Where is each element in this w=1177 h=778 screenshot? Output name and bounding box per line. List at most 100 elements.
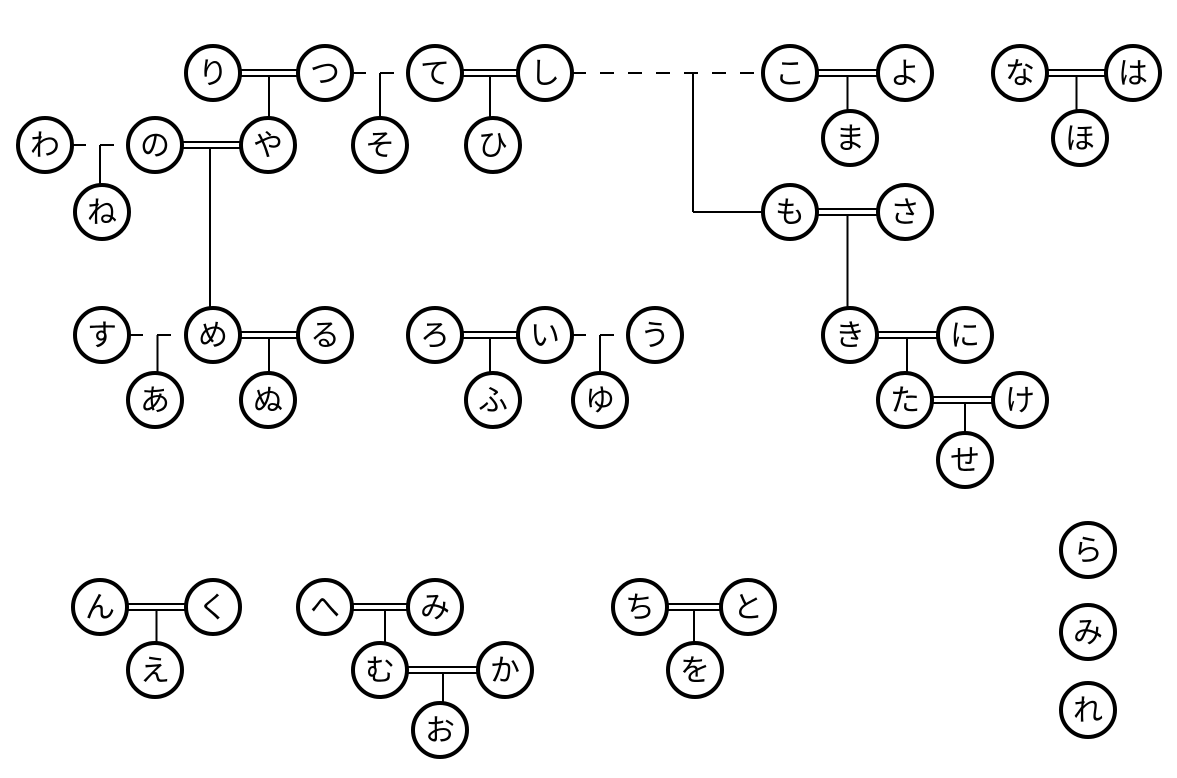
person-node[interactable]: ひ	[464, 116, 522, 174]
node-circle	[626, 306, 684, 364]
node-label: ろ	[420, 319, 450, 354]
node-label: へ	[310, 591, 340, 626]
person-node[interactable]: え	[126, 641, 184, 699]
node-label: え	[140, 654, 170, 689]
node-circle	[516, 44, 574, 102]
node-label: ち	[625, 591, 655, 626]
node-circle	[821, 306, 879, 364]
person-node[interactable]: ま	[821, 109, 879, 167]
node-circle	[991, 44, 1049, 102]
person-node[interactable]: も	[761, 183, 819, 241]
node-label: ゆ	[585, 384, 615, 419]
person-node[interactable]: け	[991, 371, 1049, 429]
person-node[interactable]: の	[126, 116, 184, 174]
node-label: き	[835, 319, 865, 354]
node-label: く	[198, 591, 228, 626]
person-node[interactable]: こ	[761, 44, 819, 102]
node-label: め	[198, 319, 228, 354]
node-label: ぬ	[253, 384, 283, 419]
node-circle	[184, 44, 242, 102]
person-node[interactable]: お	[411, 701, 469, 759]
node-circle	[296, 578, 354, 636]
node-label: を	[680, 654, 710, 689]
node-circle	[761, 183, 819, 241]
person-node[interactable]: か	[476, 641, 534, 699]
person-node[interactable]: み	[1059, 603, 1117, 661]
person-node[interactable]: あ	[126, 371, 184, 429]
node-label: れ	[1073, 694, 1103, 729]
node-label: て	[420, 57, 450, 92]
node-label: み	[1073, 616, 1103, 651]
person-node[interactable]: く	[184, 578, 242, 636]
person-node[interactable]: い	[516, 306, 574, 364]
node-circle	[71, 578, 129, 636]
node-circle	[1104, 44, 1162, 102]
person-node[interactable]: ん	[71, 578, 129, 636]
person-node[interactable]: ち	[611, 578, 669, 636]
node-label: さ	[890, 196, 920, 231]
node-label: う	[640, 319, 670, 354]
node-circle	[1051, 109, 1109, 167]
node-circle	[611, 578, 669, 636]
node-circle	[184, 306, 242, 364]
person-node[interactable]: て	[406, 44, 464, 102]
node-label: ね	[87, 196, 117, 231]
node-label: お	[425, 714, 455, 749]
person-node[interactable]: さ	[876, 183, 934, 241]
person-node[interactable]: き	[821, 306, 879, 364]
person-node[interactable]: と	[719, 578, 777, 636]
node-label: る	[310, 319, 340, 354]
person-node[interactable]: ろ	[406, 306, 464, 364]
person-node[interactable]: せ	[936, 431, 994, 489]
person-node[interactable]: た	[876, 371, 934, 429]
person-node[interactable]: う	[626, 306, 684, 364]
node-label: ふ	[478, 384, 508, 419]
person-node[interactable]: る	[296, 306, 354, 364]
person-node[interactable]: す	[73, 306, 131, 364]
person-node[interactable]: し	[516, 44, 574, 102]
person-node[interactable]: つ	[296, 44, 354, 102]
nodes: り つ て し こ よ なはわ のや そ ひ ま ほね も さす め る ろ い う き にあ ぬ ふ ゆ た けせらみれ ん くえ へ…	[16, 44, 1162, 759]
node-label: つ	[310, 57, 340, 92]
person-node[interactable]: ら	[1059, 521, 1117, 579]
node-circle	[239, 371, 297, 429]
node-circle	[476, 641, 534, 699]
person-node[interactable]: や	[239, 116, 297, 174]
node-label: け	[1005, 384, 1035, 419]
person-node[interactable]: へ	[296, 578, 354, 636]
person-node[interactable]: は	[1104, 44, 1162, 102]
node-label: わ	[30, 129, 60, 164]
node-circle	[296, 306, 354, 364]
node-label: ほ	[1065, 122, 1095, 157]
person-node[interactable]: わ	[16, 116, 74, 174]
person-node[interactable]: む	[351, 641, 409, 699]
person-node[interactable]: ゆ	[571, 371, 629, 429]
node-circle	[761, 44, 819, 102]
node-circle	[876, 371, 934, 429]
node-circle	[936, 306, 994, 364]
node-circle	[406, 306, 464, 364]
person-node[interactable]: を	[666, 641, 724, 699]
person-node[interactable]: な	[991, 44, 1049, 102]
node-label: よ	[890, 57, 920, 92]
person-node[interactable]: よ	[876, 44, 934, 102]
node-circle	[571, 371, 629, 429]
person-node[interactable]: り	[184, 44, 242, 102]
person-node[interactable]: ほ	[1051, 109, 1109, 167]
person-node[interactable]: そ	[351, 116, 409, 174]
node-label: に	[950, 319, 980, 354]
node-circle	[1059, 521, 1117, 579]
node-label: む	[365, 654, 395, 689]
person-node[interactable]: み	[406, 578, 464, 636]
node-circle	[351, 116, 409, 174]
node-circle	[411, 701, 469, 759]
person-node[interactable]: れ	[1059, 681, 1117, 739]
person-node[interactable]: ぬ	[239, 371, 297, 429]
person-node[interactable]: ふ	[464, 371, 522, 429]
node-label: そ	[365, 129, 395, 164]
person-node[interactable]: ね	[73, 183, 131, 241]
person-node[interactable]: に	[936, 306, 994, 364]
node-circle	[821, 109, 879, 167]
person-node[interactable]: め	[184, 306, 242, 364]
node-circle	[876, 44, 934, 102]
